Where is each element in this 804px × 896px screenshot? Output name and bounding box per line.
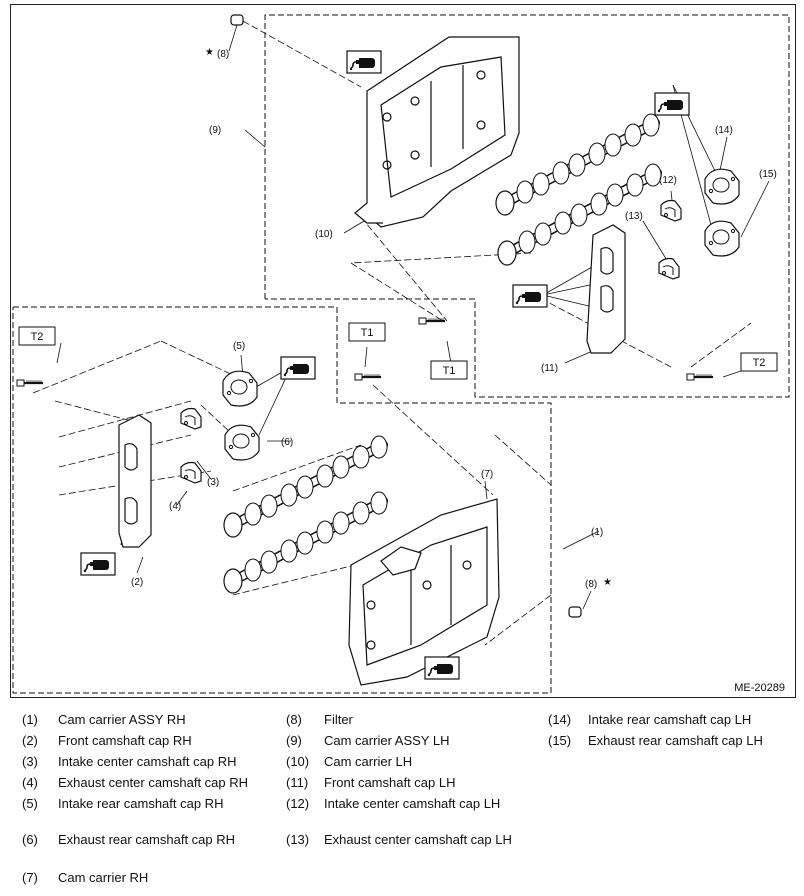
callouts: ★ (8) (9) (10) (14) (12) (15) (13) (11) … xyxy=(131,47,777,590)
legend-label: Front camshaft cap RH xyxy=(58,733,192,748)
legend-number: (3) xyxy=(22,754,38,769)
parts-legend: (1) Cam carrier ASSY RH (2) Front camshaft … xyxy=(0,708,804,896)
legend-number: (13) xyxy=(286,832,310,847)
legend-number: (7) xyxy=(22,870,38,885)
diagram-canvas: T2 T1 T1 T2 ★ (8) (9) (10) (14) (12) (15… xyxy=(12,14,790,694)
legend-number: (5) xyxy=(22,796,38,811)
callout-3: (3) xyxy=(207,477,219,488)
callout-6: (6) xyxy=(281,437,293,448)
callout-9: (9) xyxy=(209,125,221,136)
oil-can-icon xyxy=(346,50,382,74)
camshaft-lh-intake xyxy=(496,114,659,215)
svg-text:T2: T2 xyxy=(753,357,766,369)
oil-can-icon xyxy=(512,284,548,308)
legend-label: Exhaust rear camshaft cap RH xyxy=(58,832,236,847)
legend-label: Intake rear camshaft cap LH xyxy=(588,712,752,727)
front-cap-lh xyxy=(586,224,626,354)
frame-lh-assembly xyxy=(264,14,790,398)
cam-carrier-rh xyxy=(348,498,500,686)
callout-10: (10) xyxy=(315,229,333,240)
figure-code: ME-20289 xyxy=(734,682,785,694)
cap-12 xyxy=(660,199,682,222)
callout-4: (4) xyxy=(169,501,181,512)
callout-15: (15) xyxy=(759,169,777,180)
legend-label: Cam carrier ASSY LH xyxy=(324,733,450,748)
oil-can-icon xyxy=(280,356,316,380)
legend-label: Front camshaft cap LH xyxy=(324,775,456,790)
legend-label: Cam carrier RH xyxy=(58,870,149,885)
callout-13: (13) xyxy=(625,211,643,222)
legend-label: Cam carrier LH xyxy=(324,754,413,769)
oil-can-icon xyxy=(80,552,116,576)
legend-number: (11) xyxy=(286,775,309,790)
oil-can-icon xyxy=(654,92,690,116)
legend-label: Exhaust center camshaft cap LH xyxy=(324,832,512,847)
filter-right xyxy=(568,606,582,618)
cap-4 xyxy=(180,461,202,484)
torque-box-t1-right: T1 xyxy=(430,360,468,380)
oil-can-icon xyxy=(424,656,460,680)
torque-box-t2-right: T2 xyxy=(740,352,778,372)
star-mark: ★ xyxy=(603,577,612,588)
legend-label: Intake center camshaft cap RH xyxy=(58,754,237,769)
cap-14 xyxy=(704,168,740,205)
callout-5: (5) xyxy=(233,341,245,352)
bolt-t1-upper xyxy=(417,316,447,326)
callout-7: (7) xyxy=(481,469,493,480)
cap-13 xyxy=(658,257,680,280)
legend-number: (15) xyxy=(548,733,572,748)
legend-number: (4) xyxy=(22,775,38,790)
torque-box-t1-mid: T1 xyxy=(348,322,386,342)
cap-5 xyxy=(222,370,258,407)
legend-number: (9) xyxy=(286,733,302,748)
legend-number: (6) xyxy=(22,832,38,847)
callout-11: (11) xyxy=(541,363,558,374)
callout-2: (2) xyxy=(131,577,143,588)
frame-rh-caps xyxy=(12,306,552,694)
filter-top xyxy=(230,14,244,26)
callout-12: (12) xyxy=(659,175,677,186)
cap-6 xyxy=(224,424,260,461)
bolt-t1-lower xyxy=(353,372,383,382)
legend-number: (8) xyxy=(286,712,302,727)
bolt-t2-left xyxy=(15,378,45,388)
legend-label: Intake rear camshaft cap RH xyxy=(58,796,224,811)
legend-number: (14) xyxy=(548,712,572,727)
exploded-diagram: T2 T1 T1 T2 ★ (8) (9) (10) (14) (12) (15… xyxy=(10,4,796,698)
callout-8a: (8) xyxy=(217,49,229,60)
cap-15 xyxy=(704,220,740,257)
star-mark: ★ xyxy=(205,47,214,58)
svg-text:T2: T2 xyxy=(31,331,44,343)
legend-label: Exhaust center camshaft cap RH xyxy=(58,775,249,790)
legend-label: Exhaust rear camshaft cap LH xyxy=(588,733,763,748)
legend-number: (12) xyxy=(286,796,310,811)
legend-number: (2) xyxy=(22,733,38,748)
legend-label: Cam carrier ASSY RH xyxy=(58,712,186,727)
legend-label: Filter xyxy=(324,712,353,727)
callout-1: (1) xyxy=(591,527,603,538)
torque-box-t2-left: T2 xyxy=(18,326,56,346)
front-cap-rh xyxy=(118,414,152,548)
cap-3 xyxy=(180,407,202,430)
legend-number: (1) xyxy=(22,712,38,727)
callout-8b: (8) xyxy=(585,579,597,590)
svg-text:T1: T1 xyxy=(361,327,374,339)
legend-number: (10) xyxy=(286,754,310,769)
callout-14: (14) xyxy=(715,125,733,136)
cam-carrier-lh xyxy=(354,36,520,228)
bolt-t2-right xyxy=(685,372,715,382)
legend-label: Intake center camshaft cap LH xyxy=(324,796,501,811)
svg-text:T1: T1 xyxy=(443,365,456,377)
